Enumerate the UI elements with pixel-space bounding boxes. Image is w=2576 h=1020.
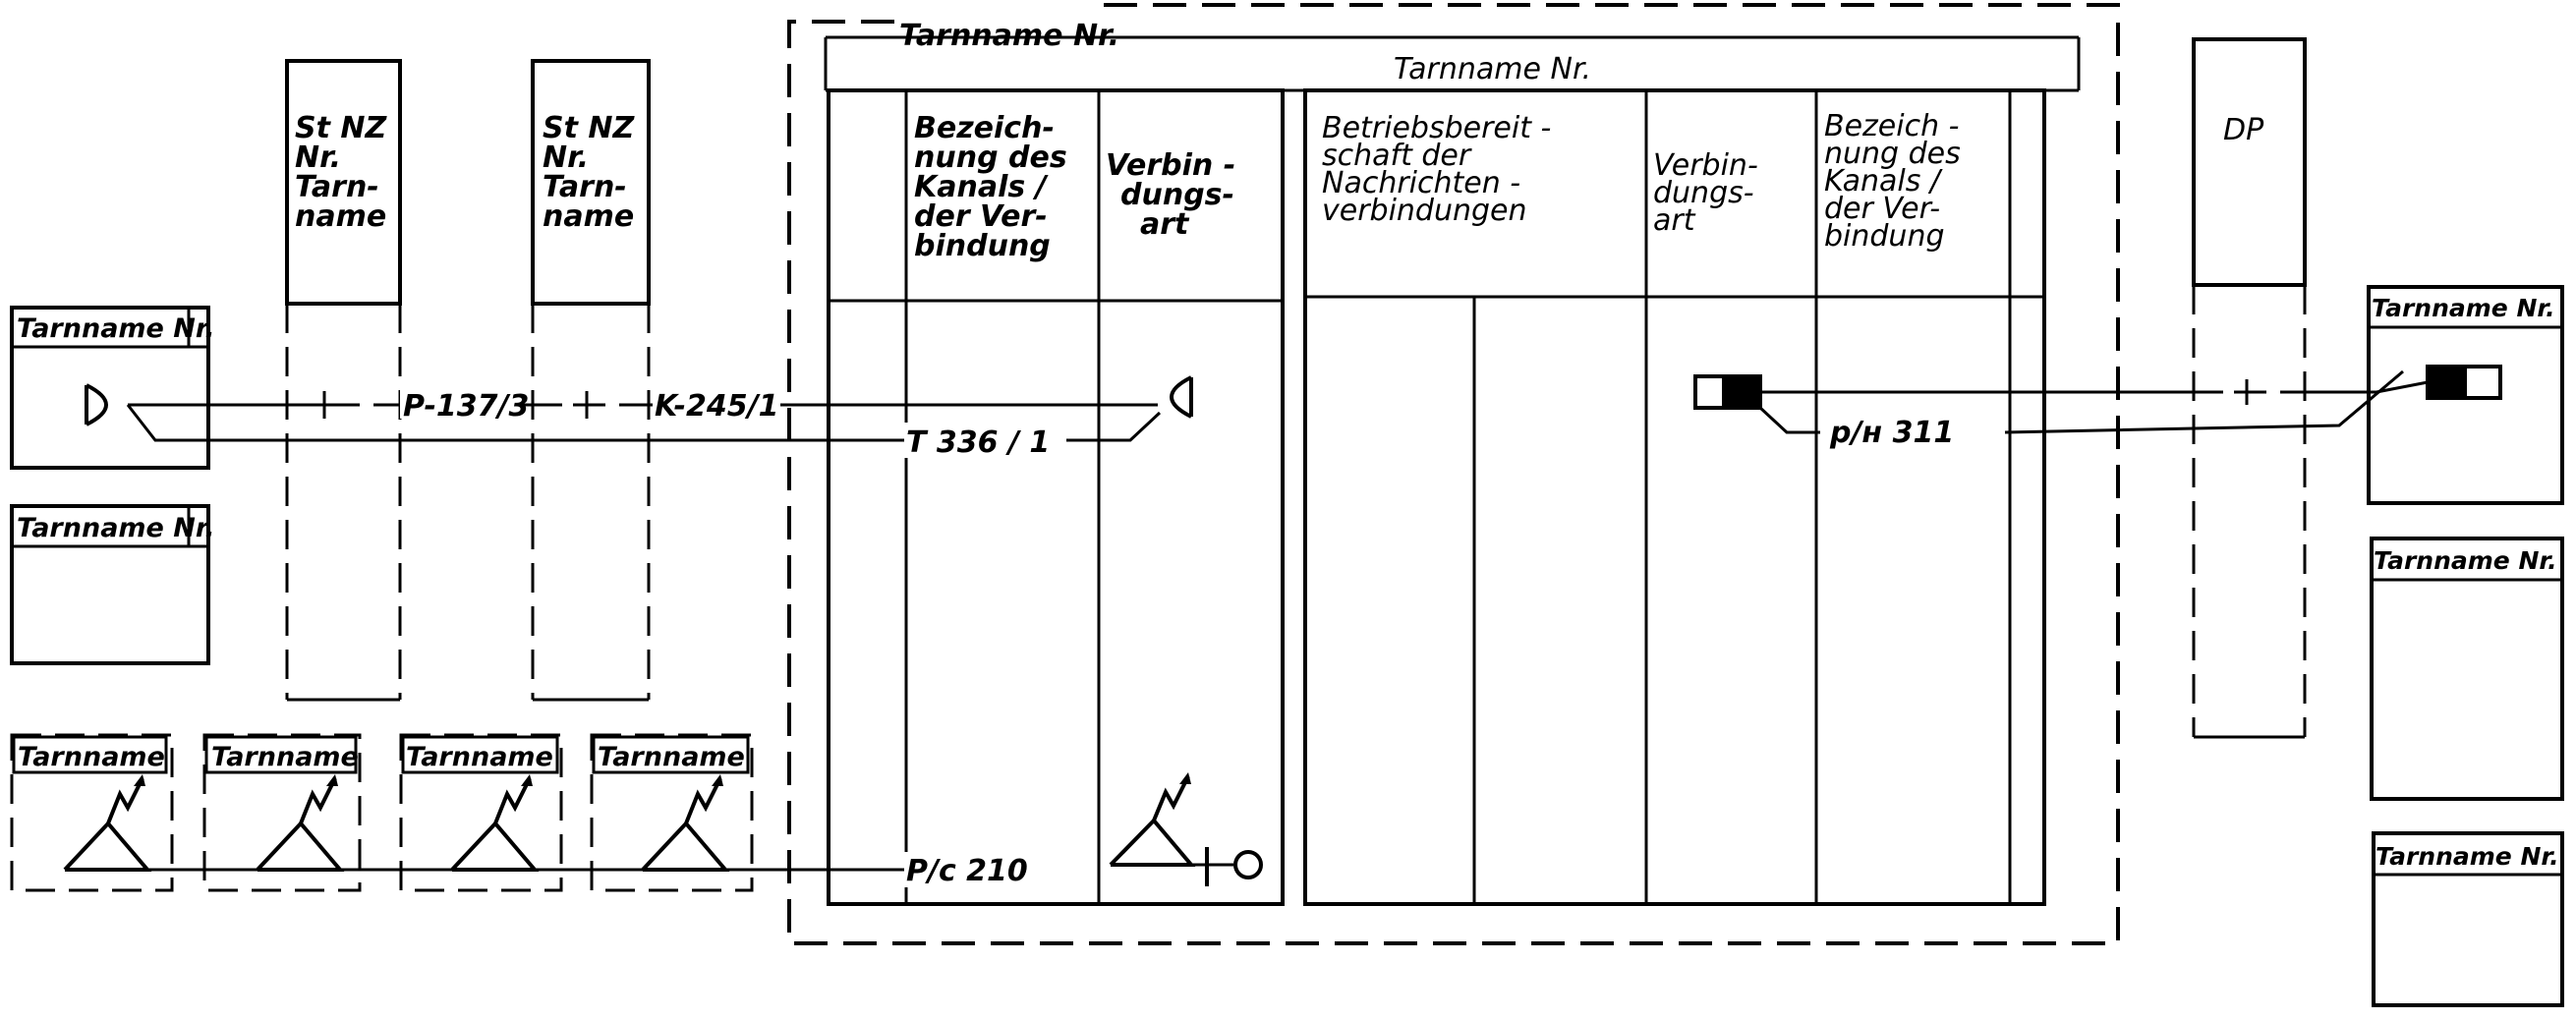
right-box-2-label: Tarnname Nr. — [2374, 546, 2557, 575]
outer-box-border — [787, 3, 2120, 945]
right-table: Betriebsbereit - schaft der Nachrichten … — [1303, 88, 2046, 906]
handset-icon — [85, 383, 108, 426]
handset-icon — [1170, 375, 1193, 419]
right-table-header-verbindungsart: Verbin- dungs- art — [1653, 148, 1767, 238]
dp-column: DP — [2192, 37, 2307, 739]
radio-box-1: Tarnname — [10, 733, 174, 892]
antenna-icon — [1109, 772, 1196, 867]
station-column-2: St NZ Nr. Tarn- name — [531, 59, 651, 702]
left-table-header-bezeichnung: Bezeich- nung des Kanals / der Ver- bind… — [914, 111, 1077, 263]
inner-box-title: Tarnname Nr. — [1394, 52, 1591, 86]
right-table-header-betriebsbereitschaft: Betriebsbereit - schaft der Nachrichten … — [1322, 111, 1561, 228]
radio-box-2: Tarnname — [202, 733, 362, 892]
radio-box-1-label: Tarnname — [18, 742, 165, 772]
connector-icon — [2426, 365, 2502, 400]
right-table-header-bezeichnung: Bezeich - nung des Kanals / der Ver- bin… — [1824, 109, 1970, 254]
terminal-circle — [1233, 850, 1263, 879]
antenna-icon — [256, 774, 345, 872]
station-2-label: St NZ Nr. Tarn- name — [543, 111, 645, 234]
antenna-icon — [641, 774, 730, 872]
signal-label-p137: P-137/3 — [403, 389, 529, 424]
signal-label-t336: T 336 / 1 — [906, 425, 1050, 460]
signal-pn311: p/н 311 — [1693, 365, 2502, 450]
radio-box-3-label: Tarnname — [406, 742, 553, 772]
signal-label-k245: K-245/1 — [655, 389, 778, 424]
left-table: Bezeich- nung des Kanals / der Ver- bind… — [827, 88, 1285, 906]
signal-label-pc210: P/c 210 — [906, 854, 1028, 888]
left-box-2: Tarnname Nr. — [10, 504, 215, 665]
radio-box-3: Tarnname — [399, 733, 563, 892]
station-column-1: St NZ Nr. Tarn- name — [285, 59, 402, 702]
antenna-icon — [450, 774, 540, 872]
station-1-label: St NZ Nr. Tarn- name — [295, 111, 397, 234]
antenna-icon — [63, 774, 152, 872]
radio-box-2-label: Tarnname — [211, 742, 359, 772]
right-box-3-label: Tarnname Nr. — [2376, 842, 2559, 871]
signal-label-pn311: p/н 311 — [1829, 416, 1954, 450]
left-box-1-label: Tarnname Nr. — [17, 313, 215, 344]
right-box-2: Tarnname Nr. — [2370, 537, 2564, 801]
left-table-header-verbindungsart: Verbin - dungs- art — [1106, 148, 1246, 242]
signal-t336: T 336 / 1 — [126, 404, 1162, 460]
right-box-1: Tarnname Nr. — [2367, 285, 2564, 505]
signal-pc210: P/c 210 — [65, 772, 1263, 888]
left-box-1: Tarnname Nr. — [10, 306, 215, 470]
right-box-3: Tarnname Nr. — [2372, 831, 2564, 1007]
dp-label: DP — [2223, 113, 2264, 147]
signal-p137-k245: P-137/3 K-245/1 — [85, 375, 1193, 426]
radio-box-4: Tarnname — [590, 733, 754, 892]
left-box-2-label: Tarnname Nr. — [17, 513, 215, 543]
right-box-1-label: Tarnname Nr. — [2372, 294, 2555, 322]
radio-box-4-label: Tarnname — [598, 742, 745, 772]
connector-icon — [1693, 374, 1762, 410]
